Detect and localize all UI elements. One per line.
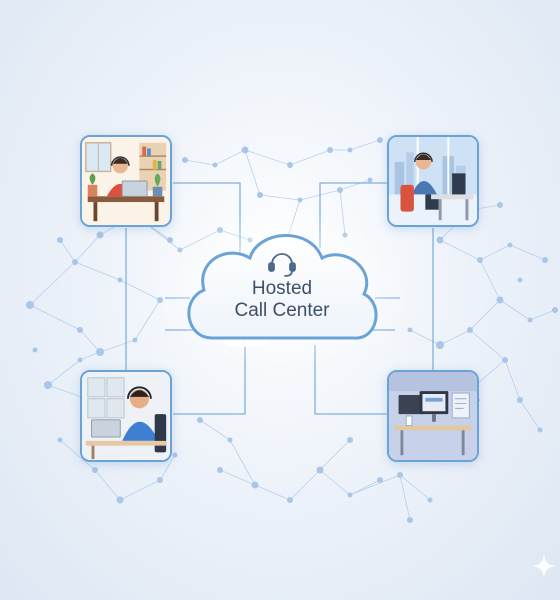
agent-home-office-icon bbox=[82, 137, 170, 225]
workstation-monitor-icon bbox=[389, 372, 477, 460]
cloud-hub bbox=[187, 234, 378, 340]
hub-title: Hosted Call Center bbox=[190, 278, 374, 322]
hub-title-line1: Hosted bbox=[251, 278, 313, 299]
node-bottom-right bbox=[387, 370, 479, 462]
hub-title-line2: Call Center bbox=[234, 300, 330, 321]
agent-city-office-icon bbox=[389, 137, 477, 225]
node-top-left bbox=[80, 135, 172, 227]
node-bottom-left bbox=[80, 370, 172, 462]
sparkle-icon bbox=[532, 554, 556, 578]
node-top-right bbox=[387, 135, 479, 227]
agent-laptop-desk-icon bbox=[82, 372, 170, 460]
headset-icon bbox=[268, 253, 296, 277]
